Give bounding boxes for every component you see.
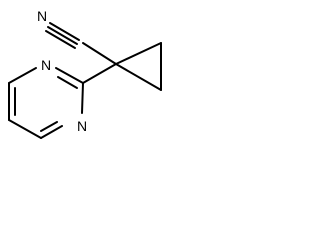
- pyrimidine-nitrogen-lower-label: N: [77, 118, 87, 134]
- nitrile-bond-2: [47, 26, 78, 45]
- pyrimidine-nitrogen-upper-label: N: [41, 57, 51, 73]
- pyrimidine-bond-c5-c4: [8, 119, 42, 139]
- pyrimidine-bond-c4-n3-inner: [40, 121, 58, 132]
- nitrile-bond-3: [45, 30, 76, 49]
- pyrimidine-bond-c2-n1: [55, 67, 84, 84]
- cyclopropane-bond-bottom: [115, 63, 162, 91]
- nitrile-to-quaternary-bond: [82, 42, 117, 65]
- pyrimidine-bond-n1-c6: [8, 67, 37, 84]
- nitrile-bond-1: [49, 22, 80, 41]
- pyrimidine-bond-c4-n3: [40, 125, 63, 139]
- pyrimidine-bond-c2-n1-inner: [57, 76, 78, 89]
- pyrimidine-bond-n3-c2: [81, 82, 84, 114]
- structure-diagram: N N N: [8, 8, 162, 139]
- cyclopropane-bond-top: [115, 42, 162, 65]
- quaternary-to-pyrimidine-bond: [82, 63, 117, 84]
- nitrile-nitrogen-label: N: [37, 8, 47, 24]
